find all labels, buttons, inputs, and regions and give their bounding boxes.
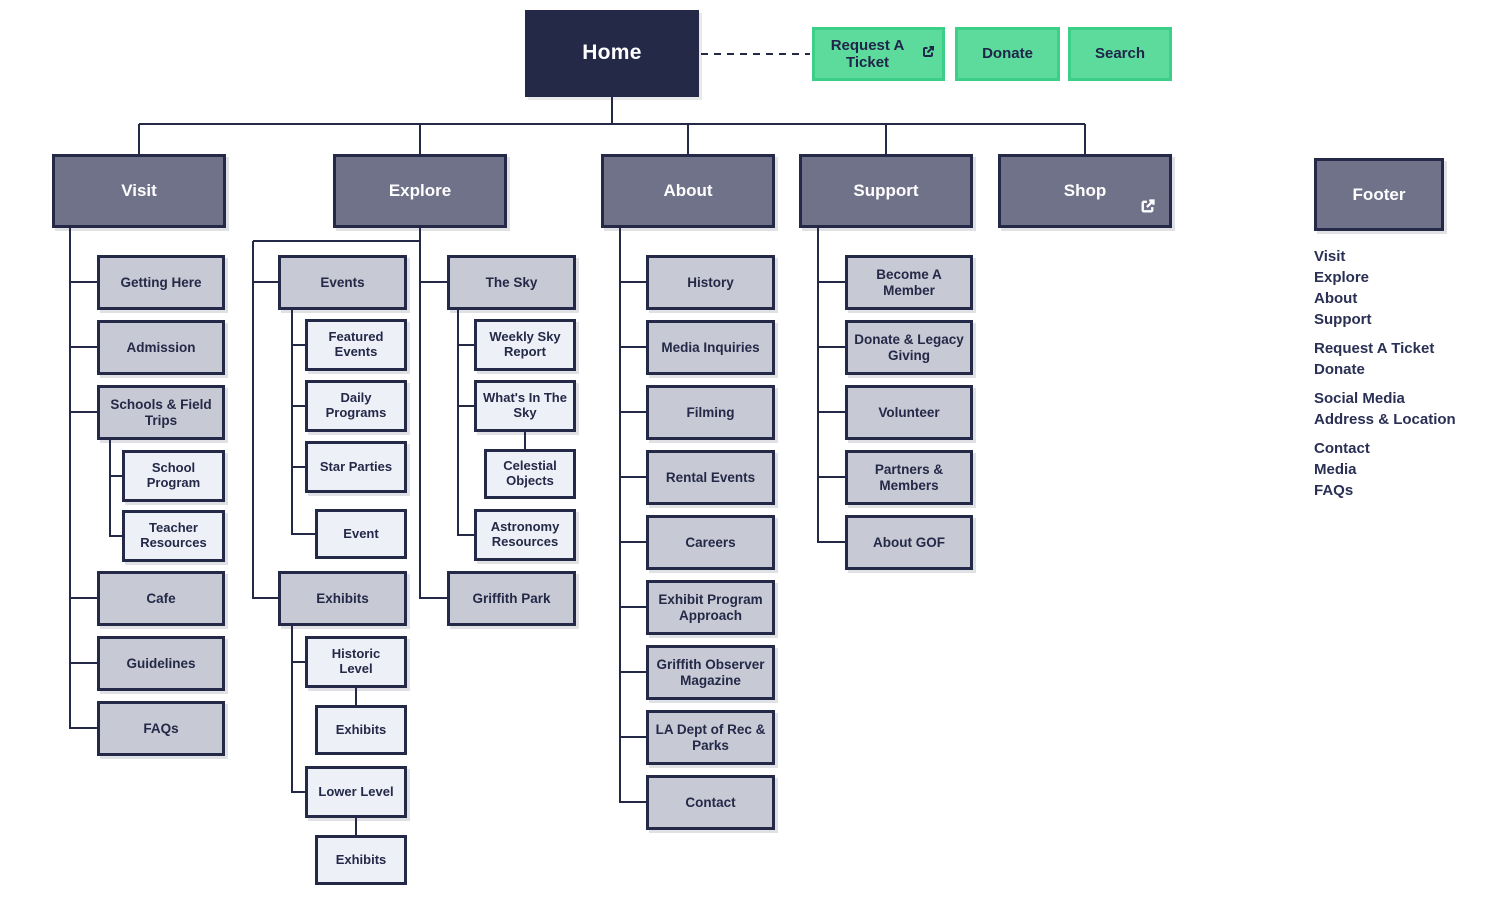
node-admission[interactable]: Admission	[97, 320, 225, 375]
node-la-dept-rec-parks[interactable]: LA Dept of Rec & Parks	[646, 710, 775, 765]
button-label: Donate	[982, 45, 1033, 63]
node-label: Home	[582, 41, 642, 65]
node-become-a-member[interactable]: Become A Member	[845, 255, 973, 310]
node-history[interactable]: History	[646, 255, 775, 310]
node-label: Shop	[1063, 181, 1107, 201]
node-schools-field-trips[interactable]: Schools & Field Trips	[97, 385, 225, 440]
node-astronomy-resources[interactable]: Astronomy Resources	[474, 509, 576, 561]
node-featured-events[interactable]: Featured Events	[305, 319, 407, 371]
node-exhibit-program-approach[interactable]: Exhibit Program Approach	[646, 580, 775, 635]
node-events[interactable]: Events	[278, 255, 407, 310]
footer-group-social: Social Media Address & Location	[1314, 388, 1484, 430]
node-careers[interactable]: Careers	[646, 515, 775, 570]
node-contact[interactable]: Contact	[646, 775, 775, 830]
node-about[interactable]: About	[601, 154, 775, 228]
node-shop[interactable]: Shop	[998, 154, 1172, 228]
node-about-gof[interactable]: About GOF	[845, 515, 973, 570]
footer-link-support[interactable]: Support	[1314, 311, 1372, 328]
footer-link-media[interactable]: Media	[1314, 461, 1357, 478]
footer-link-faqs[interactable]: FAQs	[1314, 482, 1354, 499]
footer-link-request-ticket[interactable]: Request A Ticket	[1314, 340, 1435, 357]
node-the-sky[interactable]: The Sky	[447, 255, 576, 310]
button-label: Request A Ticket	[830, 36, 905, 71]
node-exhibits-historic-template[interactable]: Exhibits	[315, 705, 407, 755]
node-support[interactable]: Support	[799, 154, 973, 228]
footer-group-actions: Request A Ticket Donate	[1314, 338, 1484, 380]
footer-group-info: Contact Media FAQs	[1314, 438, 1484, 501]
node-visit[interactable]: Visit	[52, 154, 226, 228]
node-guidelines[interactable]: Guidelines	[97, 636, 225, 691]
node-exhibits[interactable]: Exhibits	[278, 571, 407, 626]
node-teacher-resources[interactable]: Teacher Resources	[122, 510, 225, 562]
external-link-icon	[1138, 197, 1157, 216]
footer-group-nav: Visit Explore About Support	[1314, 246, 1484, 330]
node-getting-here[interactable]: Getting Here	[97, 255, 225, 310]
node-event-template[interactable]: Event	[315, 509, 407, 559]
node-star-parties[interactable]: Star Parties	[305, 441, 407, 493]
button-label: Search	[1094, 45, 1146, 63]
node-school-program[interactable]: School Program	[122, 450, 225, 502]
node-rental-events[interactable]: Rental Events	[646, 450, 775, 505]
footer-link-explore[interactable]: Explore	[1314, 269, 1370, 286]
node-historic-level[interactable]: Historic Level	[305, 636, 407, 688]
search-button[interactable]: Search	[1068, 27, 1172, 81]
footer-links: Visit Explore About Support Request A Ti…	[1314, 246, 1484, 509]
node-volunteer[interactable]: Volunteer	[845, 385, 973, 440]
node-griffith-park[interactable]: Griffith Park	[447, 571, 576, 626]
node-media-inquiries[interactable]: Media Inquiries	[646, 320, 775, 375]
node-lower-level[interactable]: Lower Level	[305, 766, 407, 818]
node-partners-members[interactable]: Partners & Members	[845, 450, 973, 505]
node-weekly-sky-report[interactable]: Weekly Sky Report	[474, 319, 576, 371]
node-exhibits-lower-template[interactable]: Exhibits	[315, 835, 407, 885]
node-explore[interactable]: Explore	[333, 154, 507, 228]
footer-link-about[interactable]: About	[1314, 290, 1358, 307]
node-filming[interactable]: Filming	[646, 385, 775, 440]
node-donate-legacy-giving[interactable]: Donate & Legacy Giving	[845, 320, 973, 375]
node-cafe[interactable]: Cafe	[97, 571, 225, 626]
node-footer[interactable]: Footer	[1314, 158, 1444, 231]
footer-link-address-location[interactable]: Address & Location	[1314, 411, 1456, 428]
node-daily-programs[interactable]: Daily Programs	[305, 380, 407, 432]
node-griffith-observer-magazine[interactable]: Griffith Observer Magazine	[646, 645, 775, 700]
node-whats-in-the-sky[interactable]: What's In The Sky	[474, 380, 576, 432]
footer-link-contact[interactable]: Contact	[1314, 440, 1370, 457]
node-celestial-objects-template[interactable]: Celestial Objects	[484, 449, 576, 499]
node-faqs[interactable]: FAQs	[97, 701, 225, 756]
node-home[interactable]: Home	[525, 10, 699, 97]
footer-link-visit[interactable]: Visit	[1314, 248, 1346, 265]
request-ticket-button[interactable]: Request A Ticket	[812, 27, 945, 81]
external-link-icon	[920, 44, 936, 64]
footer-link-social-media[interactable]: Social Media	[1314, 390, 1405, 407]
donate-button[interactable]: Donate	[955, 27, 1060, 81]
footer-link-donate[interactable]: Donate	[1314, 361, 1365, 378]
